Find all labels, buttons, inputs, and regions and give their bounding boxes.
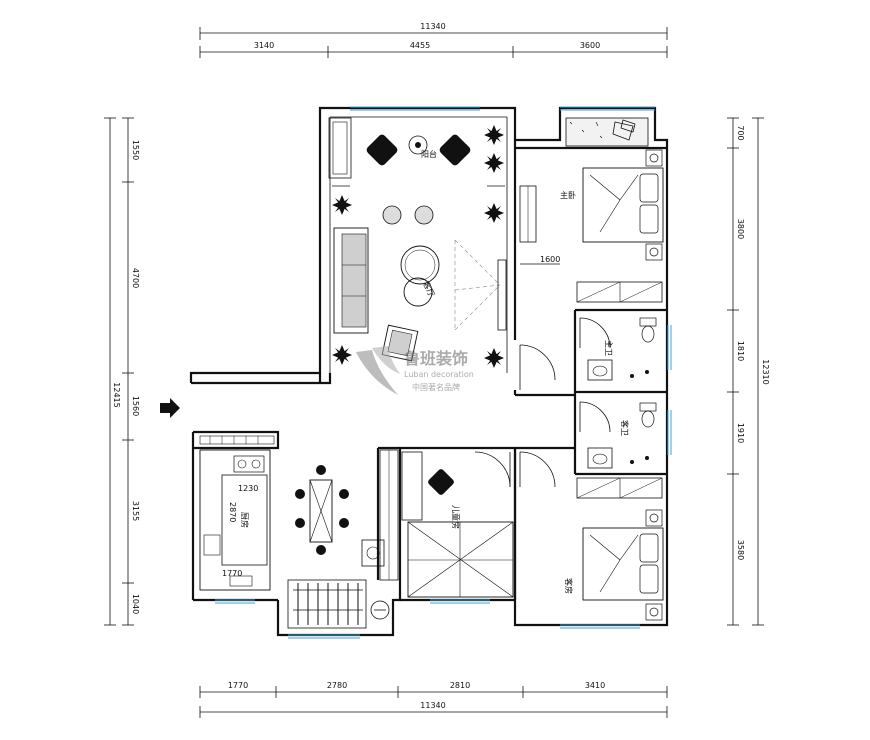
top-total-dim: 11340 [420, 22, 445, 31]
plant-icon [484, 348, 504, 368]
living-furniture: 阳台 [328, 117, 556, 390]
watermark-slogan: 中国著名品牌 [412, 382, 460, 392]
room-label-guest-bath: 客卫 [620, 420, 630, 436]
room-label-master-bath: 主卫 [604, 340, 614, 356]
left-dim-2: 4700 [131, 268, 140, 288]
right-dim-1: 700 [736, 125, 745, 140]
watermark-brand: 鲁班装饰 [403, 349, 468, 368]
room-label-master-bedroom: 主卧 [560, 190, 576, 200]
top-dimension-group: 11340 3140 4455 3600 [199, 22, 668, 58]
luban-logo-icon [356, 346, 400, 395]
top-dim-1: 3140 [254, 41, 274, 50]
master-bedroom: 1600 主卧 [519, 149, 664, 303]
lounge-chair-icon [381, 324, 419, 362]
watermark-brand-en: Luban decoration [404, 370, 474, 379]
plant-icon [332, 345, 352, 365]
guest-bath: 客卫 [579, 401, 657, 469]
entrance-arrow-icon [160, 398, 180, 418]
right-dim-2: 3800 [736, 219, 745, 239]
bed-icon [582, 527, 664, 601]
master-bath: 主卫 [579, 317, 657, 381]
armchair-icon [366, 134, 398, 166]
guest-room: 客房 [519, 451, 664, 621]
top-dim-2: 4455 [410, 41, 430, 50]
toilet-icon [639, 317, 657, 343]
plant-icon [484, 203, 504, 223]
inline-dim-master-wardrobe: 1600 [540, 255, 560, 264]
bed-icon [407, 521, 514, 598]
watermark: 鲁班装饰 Luban decoration 中国著名品牌 [356, 346, 474, 395]
right-dim-5: 3580 [736, 540, 745, 560]
right-dim-3: 1810 [736, 341, 745, 361]
windows [215, 106, 672, 639]
plant-icon [484, 125, 504, 145]
right-total-dim: 12310 [761, 359, 770, 384]
bottom-total-dim: 11340 [420, 701, 445, 710]
bottom-dimension-group: 1770 2780 2810 3410 11340 [199, 681, 668, 718]
bed-icon [582, 167, 664, 243]
left-dim-1: 1550 [131, 140, 140, 160]
left-dim-4: 3155 [131, 501, 140, 521]
chair-icon [612, 119, 636, 141]
plant-icon [484, 153, 504, 173]
room-label-guest-room: 客房 [564, 578, 574, 594]
kids-room: 儿童房 [379, 449, 514, 598]
master-balcony [565, 117, 649, 147]
top-dim-3: 3600 [580, 41, 600, 50]
left-total-dim: 12415 [112, 382, 121, 407]
right-dim-4: 1910 [736, 423, 745, 443]
armchair-icon [439, 134, 471, 166]
sofa-icon [333, 227, 369, 334]
bottom-dim-1: 1770 [228, 681, 248, 690]
walls [189, 106, 669, 637]
inline-dim-kitchen-length: 2870 [228, 502, 237, 522]
left-dim-5: 1040 [131, 594, 140, 614]
left-dim-3: 1560 [131, 396, 140, 416]
desk-chair-icon [428, 469, 454, 495]
room-label-living: 客厅 [421, 280, 437, 299]
bottom-dim-4: 3410 [585, 681, 605, 690]
kitchen: 1230 2870 厨房 1770 [199, 435, 275, 591]
room-label-kitchen: 厨房 [240, 512, 250, 528]
bottom-dim-3: 2810 [450, 681, 470, 690]
inline-dim-kitchen-bottom: 1770 [222, 569, 242, 578]
left-dimension-group: 12415 1550 4700 1560 3155 1040 [104, 117, 140, 626]
right-dimension-group: 700 3800 1810 1910 3580 12310 [727, 117, 770, 626]
laundry-closet [287, 579, 390, 629]
room-label-kids: 儿童房 [451, 505, 461, 529]
room-label-balcony: 阳台 [421, 149, 437, 159]
bottom-dim-2: 2780 [327, 681, 347, 690]
toilet-icon [639, 402, 657, 428]
dining [295, 465, 385, 567]
inline-dim-kitchen-width: 1230 [238, 484, 258, 493]
plant-icon [332, 195, 352, 215]
